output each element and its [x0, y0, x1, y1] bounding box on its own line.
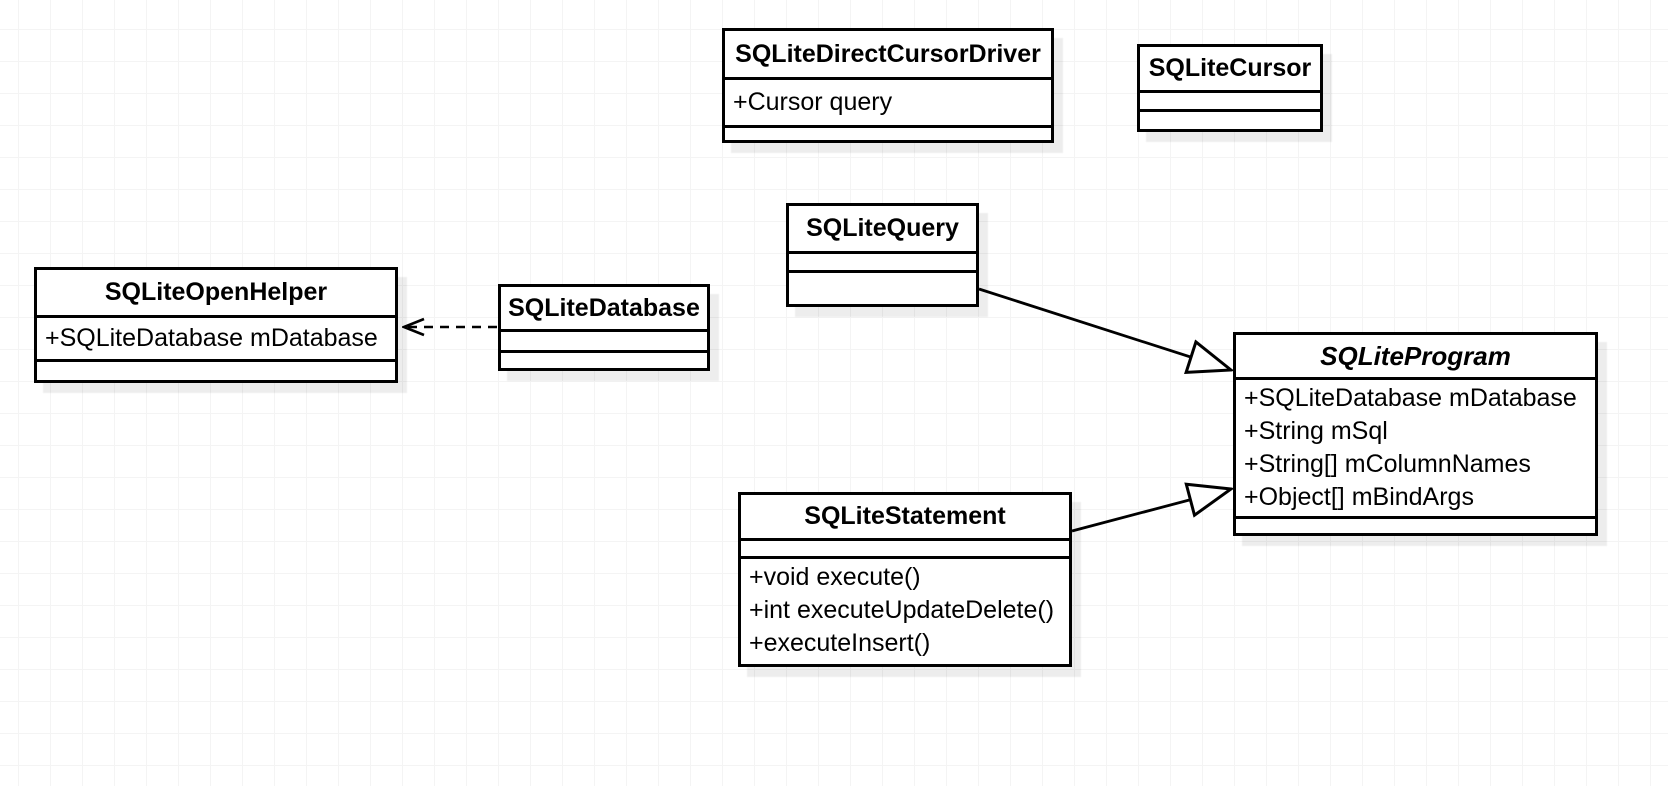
attribute: +SQLiteDatabase mDatabase	[1244, 384, 1577, 412]
attribute: +String[] mColumnNames	[1244, 450, 1531, 478]
class-sqlitestatement[interactable]: SQLiteStatement +void execute() +int exe…	[738, 492, 1072, 667]
attributes-compartment	[1140, 93, 1320, 112]
attribute: +SQLiteDatabase mDatabase	[45, 324, 378, 352]
methods-compartment	[725, 128, 1051, 140]
class-title: SQLiteProgram	[1236, 335, 1595, 380]
class-sqlitedirectcursordriver[interactable]: SQLiteDirectCursorDriver +Cursor query	[722, 28, 1054, 143]
attributes-compartment	[741, 541, 1069, 559]
attribute: +Cursor query	[733, 88, 893, 116]
methods-compartment	[501, 353, 707, 368]
attributes-compartment	[501, 332, 707, 353]
attributes-compartment: +Cursor query	[725, 80, 1051, 128]
class-title: SQLiteOpenHelper	[37, 270, 395, 318]
class-sqlitequery[interactable]: SQLiteQuery	[786, 203, 979, 307]
methods-compartment: +void execute() +int executeUpdateDelete…	[741, 559, 1069, 664]
methods-compartment	[1236, 519, 1595, 533]
class-title: SQLiteQuery	[789, 206, 976, 254]
generalization-arrow-query-to-program[interactable]	[978, 287, 1231, 370]
class-title: SQLiteDatabase	[501, 287, 707, 332]
class-sqliteprogram[interactable]: SQLiteProgram +SQLiteDatabase mDatabase …	[1233, 332, 1598, 536]
generalization-arrow-statement-to-program[interactable]	[1071, 489, 1231, 533]
attributes-compartment	[789, 254, 976, 273]
methods-compartment	[1140, 112, 1320, 129]
attributes-compartment: +SQLiteDatabase mDatabase	[37, 318, 395, 362]
class-title: SQLiteCursor	[1140, 47, 1320, 93]
class-title: SQLiteStatement	[741, 495, 1069, 541]
attributes-compartment: +SQLiteDatabase mDatabase +String mSql +…	[1236, 380, 1595, 519]
class-sqlitedatabase[interactable]: SQLiteDatabase	[498, 284, 710, 371]
methods-compartment	[37, 362, 395, 380]
method: +executeInsert()	[749, 629, 931, 657]
class-sqliteopenhelper[interactable]: SQLiteOpenHelper +SQLiteDatabase mDataba…	[34, 267, 398, 383]
class-sqlitecursor[interactable]: SQLiteCursor	[1137, 44, 1323, 132]
attribute: +String mSql	[1244, 417, 1388, 445]
method: +int executeUpdateDelete()	[749, 596, 1055, 624]
attribute: +Object[] mBindArgs	[1244, 483, 1474, 511]
method: +void execute()	[749, 563, 921, 591]
methods-compartment	[789, 273, 976, 304]
class-title: SQLiteDirectCursorDriver	[725, 31, 1051, 80]
